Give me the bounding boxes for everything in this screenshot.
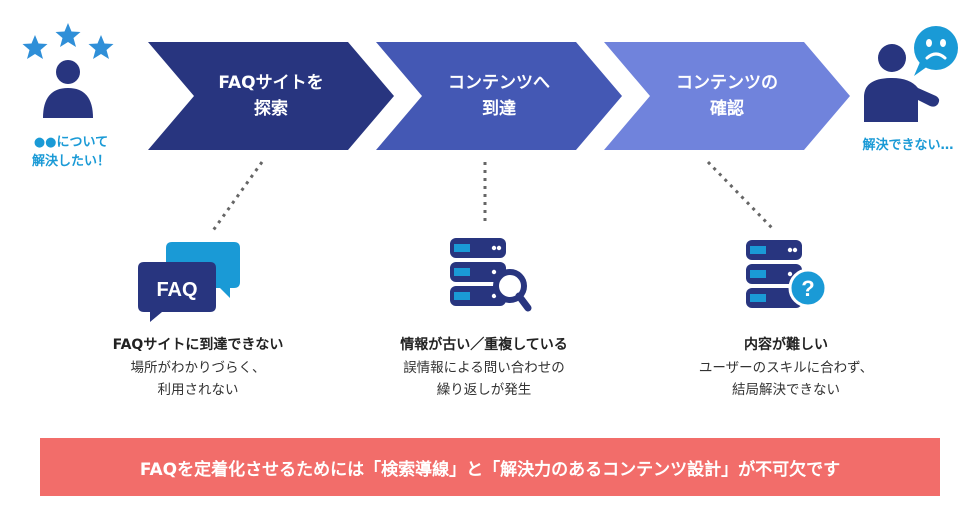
problem-desc-2: 誤情報による問い合わせの 繰り返しが発生 xyxy=(403,360,565,398)
star-icon xyxy=(22,35,48,59)
star-icon xyxy=(55,23,81,47)
satisfied-user-icon xyxy=(22,23,114,118)
step-label-3: コンテンツの 確認 xyxy=(676,73,778,119)
conclusion-text: FAQを定着化させるためには「検索導線」と「解決力のあるコンテンツ設計」が不可欠… xyxy=(139,459,841,480)
problem-title-3: 内容が難しい xyxy=(744,337,828,353)
question-mark-icon: ? xyxy=(801,276,814,301)
step-chevron-3 xyxy=(604,42,850,150)
star-icon xyxy=(88,35,114,59)
database-question-icon: ? xyxy=(746,240,828,308)
right-person-caption: 解決できない… xyxy=(862,138,954,153)
problem-title-1: FAQサイトに到達できない xyxy=(112,337,284,353)
step-label-1: FAQサイトを 探索 xyxy=(218,73,324,119)
sad-face-speech-bubble-icon xyxy=(914,26,958,76)
problem-title-2: 情報が古い／重複している xyxy=(400,337,568,353)
problem-desc-1: 場所がわかりづらく、 利用されない xyxy=(130,360,266,398)
conclusion-banner: FAQを定着化させるためには「検索導線」と「解決力のあるコンテンツ設計」が不可欠… xyxy=(40,438,940,496)
step-chevron-2 xyxy=(376,42,622,150)
database-search-icon xyxy=(450,238,532,312)
problem-desc-3: ユーザーのスキルに合わず、 結局解決できない xyxy=(698,360,874,398)
frustrated-user-icon xyxy=(864,26,958,122)
faq-icon-label: FAQ xyxy=(156,279,197,301)
faq-chat-icon: FAQ xyxy=(138,242,240,322)
step-chevron-1 xyxy=(148,42,394,150)
left-person-caption: ●●について 解決したい！ xyxy=(31,135,110,169)
step-label-2: コンテンツへ 到達 xyxy=(448,73,550,119)
